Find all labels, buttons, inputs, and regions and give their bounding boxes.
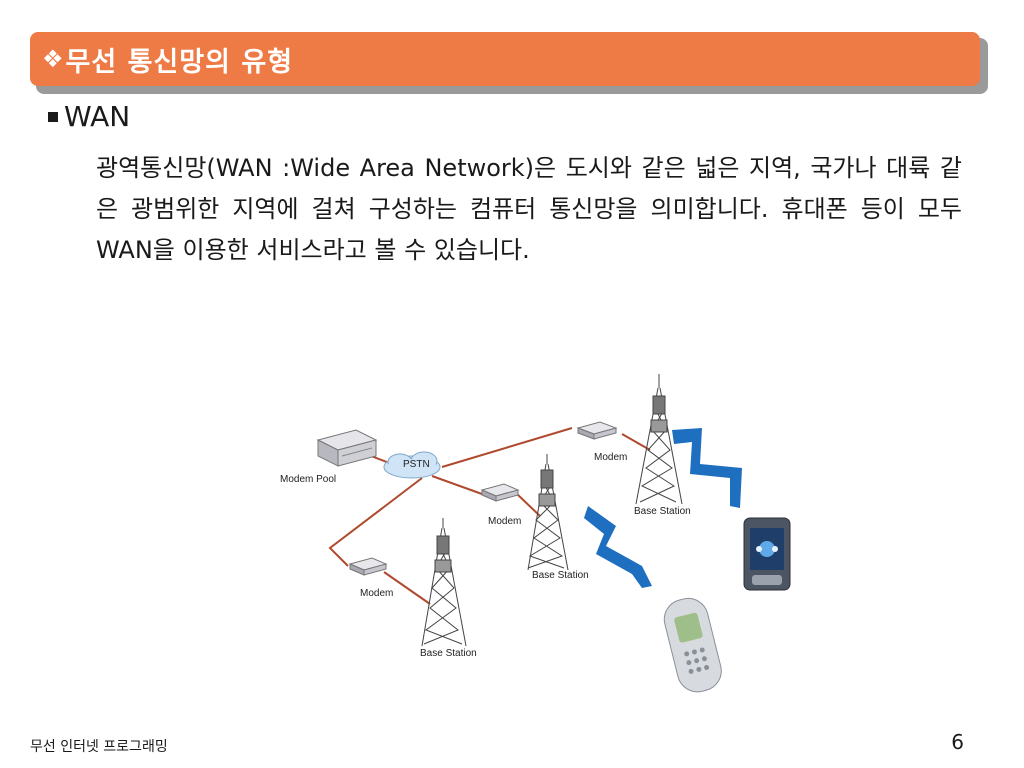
- modem-pool-server-icon: [316, 429, 378, 467]
- label-base-station-center: Base Station: [532, 570, 589, 581]
- label-modem-left: Modem: [360, 588, 393, 599]
- label-base-station-right: Base Station: [634, 506, 691, 517]
- square-bullet-icon: [48, 111, 58, 122]
- link-left-modem-tower: [383, 571, 431, 605]
- page-number: 6: [951, 730, 964, 754]
- link-pstn-top-modem: [441, 427, 573, 468]
- pda-device-icon: [743, 517, 791, 591]
- bullet-heading-text: WAN: [64, 100, 131, 133]
- wan-network-diagram: Modem Pool PSTN Modem Modem Modem Base S…: [280, 374, 791, 693]
- title-bar: ❖ 무선 통신망의 유형: [30, 32, 980, 86]
- label-modem-center: Modem: [488, 516, 521, 527]
- base-station-center-tower-icon: [527, 454, 569, 571]
- base-station-right-tower-icon: [635, 374, 683, 505]
- label-pstn: PSTN: [403, 459, 430, 470]
- link-pstn-center-modem: [431, 475, 483, 495]
- wireless-bolt-center-icon: [584, 506, 652, 588]
- cell-phone-icon: [663, 597, 722, 693]
- pstn-cloud-icon: [383, 451, 441, 479]
- footer-course-title: 무선 인터넷 프로그래밍: [30, 739, 168, 755]
- body-paragraph: 광역통신망(WAN :Wide Area Network)은 도시와 같은 넓은…: [96, 154, 962, 264]
- modem-left-icon: [348, 557, 388, 576]
- slide-title: 무선 통신망의 유형: [65, 46, 294, 78]
- label-modem-top: Modem: [594, 452, 627, 463]
- link-pstn-left-modem: [328, 477, 423, 567]
- modem-center-icon: [480, 483, 520, 502]
- label-modem-pool: Modem Pool: [280, 474, 336, 485]
- diamond-bullet-icon: ❖: [42, 45, 64, 73]
- bullet-heading: WAN: [48, 100, 130, 133]
- base-station-left-tower-icon: [421, 518, 467, 647]
- modem-top-icon: [576, 421, 618, 440]
- wireless-bolt-right-icon: [672, 428, 742, 508]
- link-center-modem-tower: [516, 493, 541, 517]
- link-top-modem-right-tower: [621, 433, 651, 451]
- network-links: [328, 427, 651, 605]
- label-base-station-left: Base Station: [420, 648, 477, 659]
